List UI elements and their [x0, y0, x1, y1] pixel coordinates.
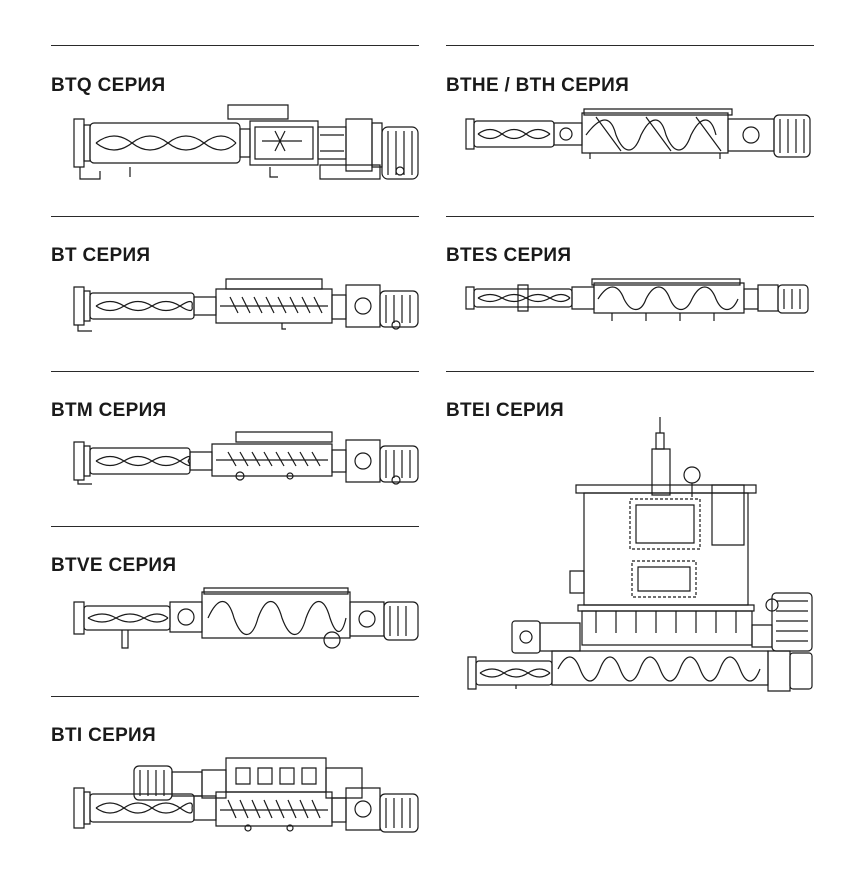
series-title-btm: BTM СЕРИЯ [51, 400, 167, 421]
btes-pump-drawing [466, 275, 814, 325]
series-title-bt: BT СЕРИЯ [51, 245, 151, 266]
series-title-bthe: BTHE / BTH СЕРИЯ [446, 75, 630, 96]
series-title-btei: BTEI СЕРИЯ [446, 400, 564, 421]
divider-right-3 [446, 371, 814, 372]
bt-pump-drawing [70, 277, 422, 337]
divider-left-1 [51, 45, 419, 46]
series-title-bti: BTI СЕРИЯ [51, 725, 156, 746]
divider-left-4 [51, 526, 419, 527]
btq-pump-drawing [70, 105, 422, 185]
divider-left-3 [51, 371, 419, 372]
series-title-btq: BTQ СЕРИЯ [51, 75, 166, 96]
series-title-btes: BTES СЕРИЯ [446, 245, 572, 266]
btve-pump-drawing [70, 588, 422, 650]
divider-right-1 [446, 45, 814, 46]
btei-pump-drawing [466, 415, 816, 695]
btm-pump-drawing [70, 430, 422, 490]
bthe-pump-drawing [466, 105, 814, 161]
divider-left-2 [51, 216, 419, 217]
series-title-btve: BTVE СЕРИЯ [51, 555, 177, 576]
bti-pump-drawing [70, 758, 422, 840]
divider-left-5 [51, 696, 419, 697]
divider-right-2 [446, 216, 814, 217]
